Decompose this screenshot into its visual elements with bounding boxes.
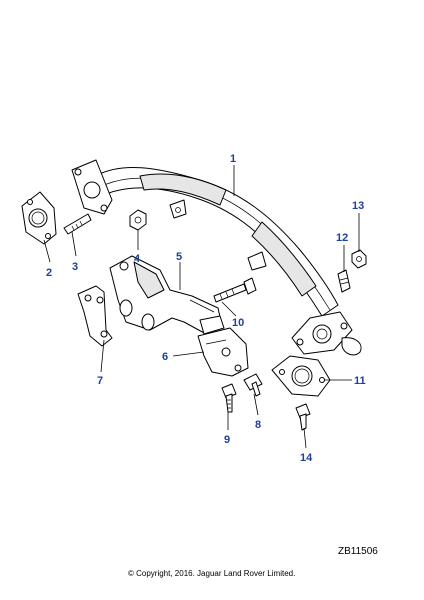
callout-14: 14	[300, 452, 313, 464]
gasket-left	[21, 191, 57, 245]
bolt-9	[221, 383, 237, 413]
diagram-reference-code: ZB11506	[338, 546, 378, 557]
nut-4	[129, 209, 147, 231]
callout-8: 8	[255, 419, 261, 431]
leader-lines	[43, 165, 360, 449]
callout-5: 5	[176, 251, 182, 263]
callout-3: 3	[72, 261, 78, 273]
callout-10: 10	[232, 317, 244, 329]
bracket-6	[197, 327, 249, 377]
nut-13	[351, 249, 367, 269]
stud	[63, 213, 92, 235]
bolt-8	[243, 373, 263, 397]
egr-pipe	[71, 159, 362, 356]
callout-1: 1	[230, 153, 236, 165]
callouts: 1 2 3 4 5 6 7 8 9 10 11 12 13 14	[46, 153, 366, 464]
callout-9: 9	[224, 434, 230, 446]
callout-2: 2	[46, 267, 52, 279]
callout-6: 6	[162, 351, 168, 363]
fitting-12	[337, 269, 351, 293]
gasket-right	[271, 355, 331, 397]
callout-7: 7	[97, 375, 103, 387]
callout-11: 11	[354, 375, 366, 387]
bracket-7	[77, 285, 113, 347]
copyright-notice: © Copyright, 2016. Jaguar Land Rover Lim…	[128, 569, 295, 578]
bracket-5	[109, 255, 225, 335]
callout-12: 12	[336, 232, 348, 244]
callout-13: 13	[352, 200, 364, 212]
callout-4: 4	[134, 253, 141, 265]
bolt-14	[295, 403, 311, 431]
bolt-10	[213, 277, 257, 303]
